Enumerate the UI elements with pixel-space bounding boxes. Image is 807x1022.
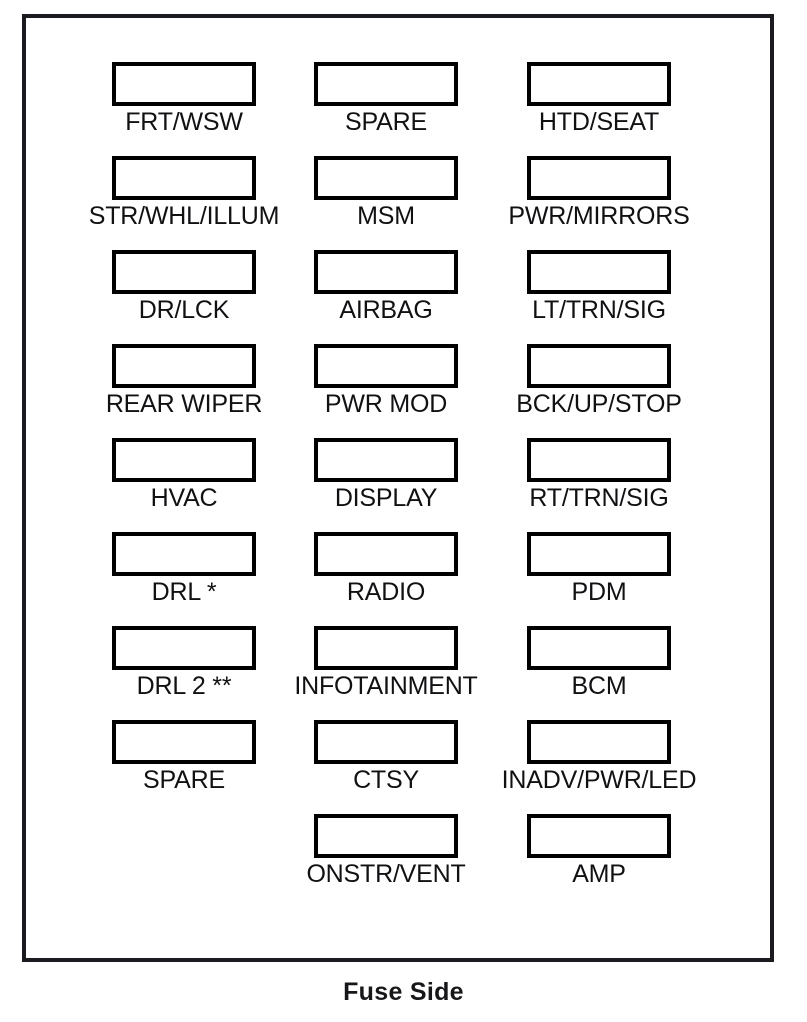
fuse-slot-label: REAR WIPER <box>105 390 263 418</box>
fuse-slot-box[interactable] <box>527 62 671 106</box>
fuse-slot-cell: INADV/PWR/LED <box>502 720 697 794</box>
fuse-slot-label: AMP <box>572 860 626 888</box>
fuse-slot-box[interactable] <box>314 532 458 576</box>
fuse-slot-box[interactable] <box>314 344 458 388</box>
fuse-side-caption: Fuse Side <box>343 978 464 1006</box>
fuse-slot-grid: FRT/WSW STR/WHL/ILLUM DR/LCK REAR WIPER HVAC… <box>89 62 697 888</box>
fuse-slot-box[interactable] <box>527 626 671 670</box>
fuse-slot-cell: BCM <box>527 626 671 700</box>
fuse-slot-label: DISPLAY <box>334 484 438 512</box>
fuse-slot-box[interactable] <box>527 344 671 388</box>
fuse-slot-cell: RADIO <box>314 532 458 606</box>
fuse-slot-box[interactable] <box>314 626 458 670</box>
fuse-slot-cell: MSM <box>314 156 458 230</box>
fuse-slot-label: SPARE <box>143 766 225 794</box>
fuse-slot-label: SPARE <box>345 108 427 136</box>
fuse-slot-box[interactable] <box>112 156 256 200</box>
fuse-slot-label: RT/TRN/SIG <box>529 484 669 512</box>
fuse-slot-box[interactable] <box>112 532 256 576</box>
fuse-slot-cell: LT/TRN/SIG <box>527 250 671 324</box>
fuse-slot-box[interactable] <box>314 156 458 200</box>
fuse-slot-box[interactable] <box>112 62 256 106</box>
fuse-slot-label: INFOTAINMENT <box>294 672 478 700</box>
fuse-slot-label: ONSTR/VENT <box>306 860 466 888</box>
fuse-slot-label: AIRBAG <box>339 296 433 324</box>
fuse-slot-box[interactable] <box>527 814 671 858</box>
fuse-slot-box[interactable] <box>112 626 256 670</box>
fuse-slot-box[interactable] <box>527 438 671 482</box>
fuse-slot-box[interactable] <box>112 438 256 482</box>
fuse-slot-box[interactable] <box>527 156 671 200</box>
fuse-slot-cell: SPARE <box>112 720 256 794</box>
fuse-slot-label: DRL 2 ** <box>136 672 232 700</box>
fuse-slot-cell: REAR WIPER <box>106 344 262 418</box>
fuse-slot-label: INADV/PWR/LED <box>501 766 697 794</box>
fuse-slot-label: LT/TRN/SIG <box>532 296 666 324</box>
fuse-slot-cell: DRL * <box>112 532 256 606</box>
fuse-slot-label: RADIO <box>346 578 426 606</box>
fuse-slot-cell: AMP <box>527 814 671 888</box>
fuse-slot-cell: PDM <box>527 532 671 606</box>
fuse-slot-box[interactable] <box>314 438 458 482</box>
fuse-slot-cell: FRT/WSW <box>112 62 256 136</box>
fuse-slot-label: FRT/WSW <box>125 108 243 136</box>
fuse-slot-label: BCM <box>571 672 627 700</box>
fuse-slot-cell: PWR/MIRRORS <box>508 156 690 230</box>
fuse-slot-cell: DRL 2 ** <box>112 626 256 700</box>
fuse-slot-label: PDM <box>571 578 627 606</box>
fuse-slot-label: DR/LCK <box>138 296 230 324</box>
fuse-slot-box[interactable] <box>314 250 458 294</box>
fuse-slot-box[interactable] <box>112 344 256 388</box>
fuse-slot-label: PWR MOD <box>324 390 448 418</box>
fuse-slot-label: CTSY <box>353 766 419 794</box>
fuse-slot-box[interactable] <box>112 250 256 294</box>
fuse-slot-cell: INFOTAINMENT <box>294 626 478 700</box>
fuse-slot-label: STR/WHL/ILLUM <box>88 202 280 230</box>
fuse-slot-label: MSM <box>357 202 415 230</box>
fuse-slot-box[interactable] <box>112 720 256 764</box>
fuse-slot-label: BCK/UP/STOP <box>516 390 682 418</box>
fuse-slot-box[interactable] <box>527 250 671 294</box>
fuse-slot-cell: AIRBAG <box>314 250 458 324</box>
fuse-slot-cell: HVAC <box>112 438 256 512</box>
fuse-slot-label: HTD/SEAT <box>538 108 660 136</box>
fuse-slot-label: PWR/MIRRORS <box>508 202 690 230</box>
fuse-slot-box[interactable] <box>314 720 458 764</box>
fuse-slot-box[interactable] <box>527 532 671 576</box>
fuse-slot-cell: BCK/UP/STOP <box>516 344 682 418</box>
fuse-slot-cell: DR/LCK <box>112 250 256 324</box>
fuse-slot-cell: RT/TRN/SIG <box>527 438 671 512</box>
fuse-slot-cell: ONSTR/VENT <box>306 814 466 888</box>
fuse-slot-box[interactable] <box>314 814 458 858</box>
fuse-slot-label: DRL * <box>151 578 217 606</box>
fuse-slot-box[interactable] <box>527 720 671 764</box>
fuse-slot-cell: STR/WHL/ILLUM <box>89 156 279 230</box>
fuse-slot-cell: DISPLAY <box>314 438 458 512</box>
fuse-slot-cell: PWR MOD <box>314 344 458 418</box>
fuse-slot-box[interactable] <box>314 62 458 106</box>
fuse-slot-cell: SPARE <box>314 62 458 136</box>
fuse-slot-cell: CTSY <box>314 720 458 794</box>
fuse-slot-cell: HTD/SEAT <box>527 62 671 136</box>
fuse-slot-label: HVAC <box>150 484 218 512</box>
